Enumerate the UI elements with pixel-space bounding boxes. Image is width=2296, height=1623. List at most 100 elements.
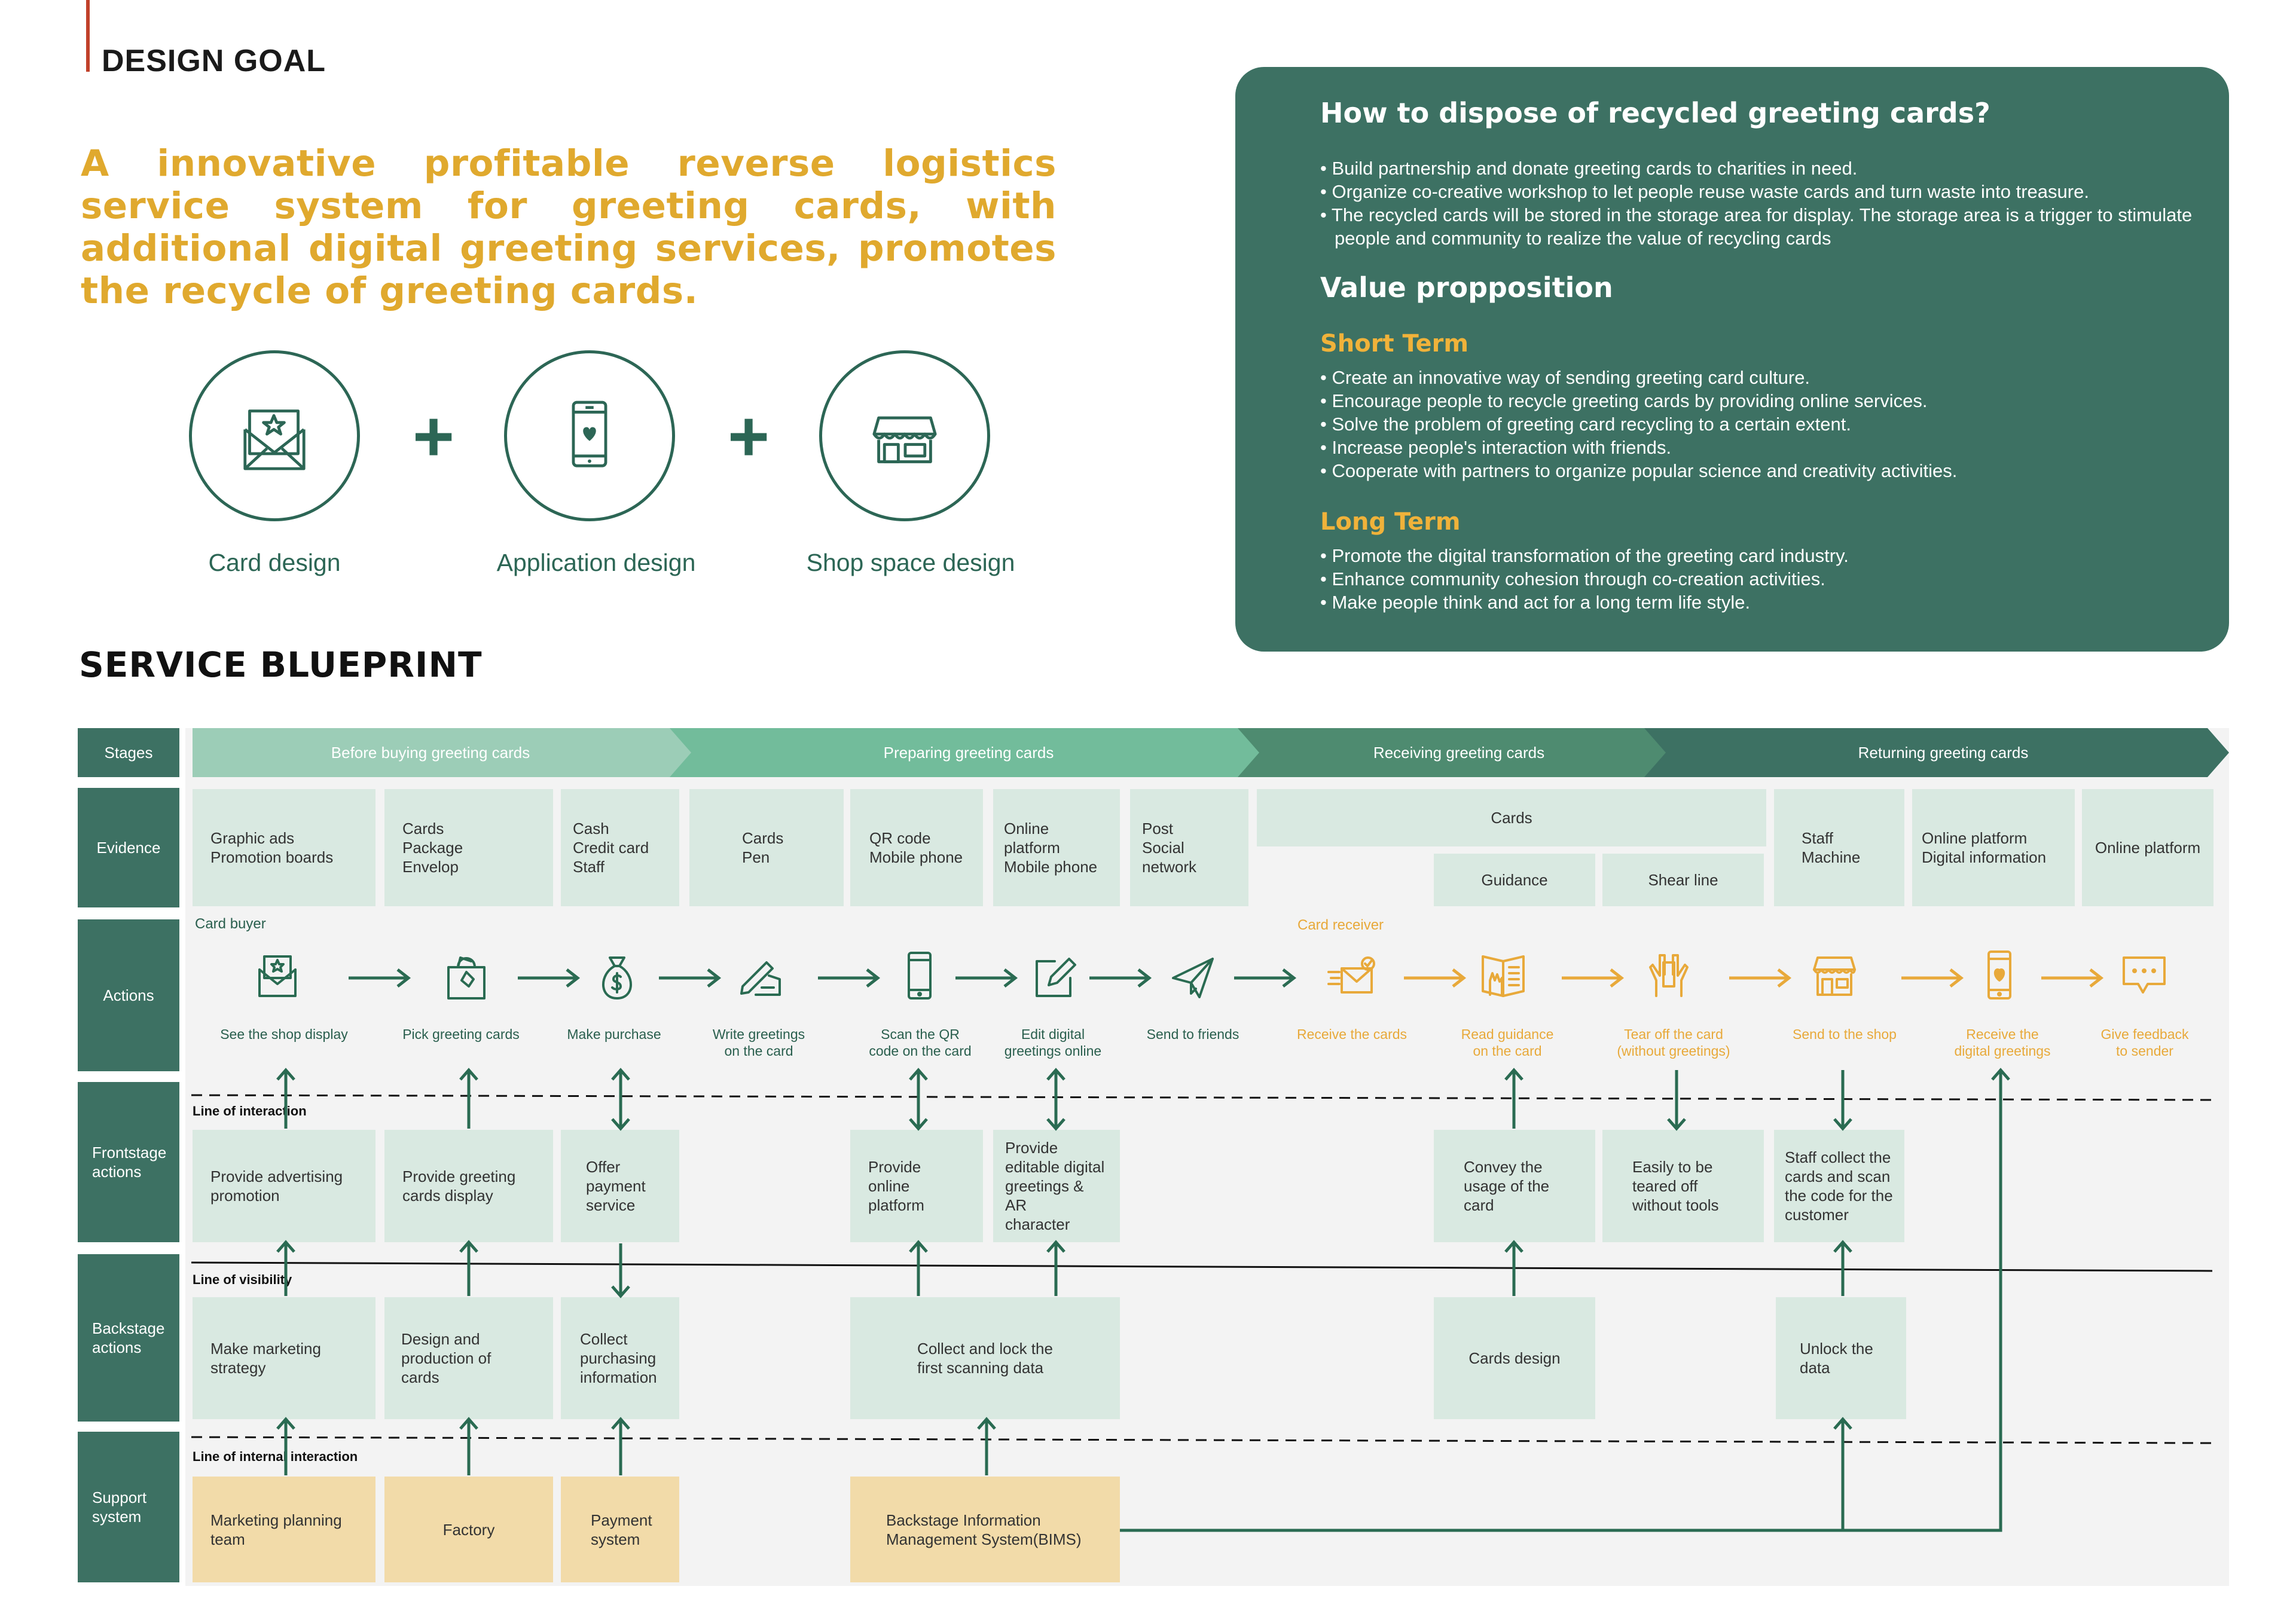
evidence-text: Online platform xyxy=(2095,839,2201,857)
line-of-internal-interaction-label: Line of internal interaction xyxy=(193,1449,358,1464)
row-label-support: Support system xyxy=(78,1432,179,1582)
evidence-text: Staff Machine xyxy=(1802,829,1861,866)
list-item: • Cooperate with partners to organize po… xyxy=(1320,460,1958,481)
plus-sign: + xyxy=(413,396,455,476)
row-label-backstage: Backstage actions xyxy=(78,1254,179,1422)
phone-heart-icon xyxy=(504,350,675,521)
stage-arrow-3 xyxy=(1238,728,1672,777)
connector-head xyxy=(1046,1240,1065,1253)
evidence-cell: Guidance xyxy=(1434,854,1595,906)
chat-bubble-icon xyxy=(2123,956,2166,994)
row-label-evidence: Evidence xyxy=(78,788,179,907)
connector-head xyxy=(909,1068,928,1081)
flow-arrow-head xyxy=(707,968,722,988)
stage-label: Before buying greeting cards xyxy=(331,743,530,762)
flow-arrow-head xyxy=(2089,968,2104,988)
action-label: Scan the QR code on the card xyxy=(869,1026,972,1059)
evidence-cell: Post Social network xyxy=(1130,789,1248,906)
stage-label: Preparing greeting cards xyxy=(883,743,1054,762)
flow-arrow-head xyxy=(1452,968,1467,988)
evidence-cell: Shear line xyxy=(1602,854,1764,906)
action-label: Read guidance on the card xyxy=(1461,1026,1554,1059)
flow-arrow-head xyxy=(1610,968,1625,988)
evidence-text: Online platform Digital information xyxy=(1922,829,2047,866)
evidence-cell: Cards xyxy=(1257,789,1766,846)
connector-head xyxy=(611,1118,630,1131)
envelope-star-icon xyxy=(189,350,360,521)
evidence-cell: Graphic ads Promotion boards xyxy=(193,789,375,906)
frontstage-text: Offer payment service xyxy=(586,1158,646,1214)
evidence-text: Cards xyxy=(1491,809,1532,827)
line-of-internal-interaction xyxy=(191,1436,2213,1444)
backstage-cell: Collect and lock the first scanning data xyxy=(850,1297,1120,1419)
backstage-text: Collect purchasing information xyxy=(580,1330,657,1386)
connector-head xyxy=(276,1240,295,1253)
frontstage-cell: Provide greeting cards display xyxy=(384,1130,553,1242)
frontstage-cell: Provide online platform xyxy=(850,1130,983,1242)
backstage-text: Collect and lock the first scanning data xyxy=(917,1340,1053,1377)
evidence-cell: Online platform Mobile phone xyxy=(993,789,1120,906)
line-of-visibility xyxy=(191,1261,2213,1272)
evidence-text: Guidance xyxy=(1481,871,1548,889)
action-label: Tear off the card (without greetings) xyxy=(1617,1026,1730,1059)
connector-head xyxy=(909,1240,928,1253)
plus-sign: + xyxy=(728,396,770,476)
connector-head xyxy=(1667,1118,1686,1131)
design-label: Application design xyxy=(496,549,696,576)
support-cell: Factory xyxy=(384,1477,553,1582)
connector-head xyxy=(459,1417,478,1430)
row-label-actions: Actions xyxy=(78,919,179,1071)
frontstage-cell: Convey the usage of the card xyxy=(1434,1130,1595,1242)
support-cell: Marketing planning team xyxy=(193,1477,375,1582)
connector-head xyxy=(1991,1068,2010,1081)
goal-statement: A innovative profitable reverse logistic… xyxy=(81,142,1057,312)
flow-arrow-head xyxy=(1003,968,1018,988)
action-label: Make purchase xyxy=(567,1026,661,1042)
list-item: • Make people think and act for a long t… xyxy=(1320,592,1751,613)
connector-head xyxy=(1833,1240,1852,1253)
backstage-cell: Make marketing strategy xyxy=(193,1297,375,1419)
stage-arrow-1 xyxy=(193,728,697,777)
evidence-cell: QR code Mobile phone xyxy=(850,789,983,906)
role-card-receiver: Card receiver xyxy=(1297,917,1384,933)
tear-hands-icon xyxy=(1649,954,1689,997)
stage-arrow-2 xyxy=(670,728,1265,777)
action-label: See the shop display xyxy=(220,1026,348,1042)
frontstage-text: Convey the usage of the card xyxy=(1464,1158,1550,1214)
backstage-text: Cards design xyxy=(1468,1349,1561,1367)
panel-heading-value: Value propposition xyxy=(1320,271,1613,304)
edit-icon xyxy=(1036,958,1076,997)
frontstage-cell: Provide editable digital greetings & AR … xyxy=(993,1130,1120,1242)
envelope-star-icon xyxy=(258,955,297,997)
evidence-text: QR code Mobile phone xyxy=(869,829,963,866)
info-panel: How to dispose of recycled greeting card… xyxy=(1235,67,2229,652)
row-label-frontstage: Frontstage actions xyxy=(78,1082,179,1242)
role-card-buyer: Card buyer xyxy=(195,916,266,932)
list-item: • Enhance community cohesion through co-… xyxy=(1320,568,1825,589)
connector-head xyxy=(977,1417,996,1430)
line-of-interaction-label: Line of interaction xyxy=(193,1104,307,1118)
support-text: Marketing planning team xyxy=(210,1511,342,1548)
service-blueprint-title: SERVICE BLUEPRINT xyxy=(79,644,483,685)
action-label: Receive the digital greetings xyxy=(1954,1026,2051,1059)
support-text: Factory xyxy=(442,1520,495,1539)
action-label: Send to the shop xyxy=(1793,1026,1897,1042)
paper-plane-icon xyxy=(1172,958,1214,998)
flow-arrow-head xyxy=(1137,968,1152,988)
connector-head xyxy=(1046,1068,1065,1081)
connector-head xyxy=(1046,1118,1065,1131)
evidence-cell: Cards Package Envelop xyxy=(384,789,553,906)
list-item: • The recycled cards will be stored in t… xyxy=(1320,204,2193,249)
frontstage-text: Provide online platform xyxy=(868,1158,924,1214)
envelope-check-icon xyxy=(1327,956,1375,994)
flow-arrow-head xyxy=(866,968,881,988)
bims-connector xyxy=(1120,1419,1845,1532)
connector-head xyxy=(459,1068,478,1081)
design-label: Card design xyxy=(208,549,341,576)
list-item: • Encourage people to recycle greeting c… xyxy=(1320,390,1928,411)
frontstage-cell: Provide advertising promotion xyxy=(193,1130,375,1242)
connector-head xyxy=(909,1118,928,1131)
action-label: Give feedback to sender xyxy=(2100,1026,2189,1059)
connector-head xyxy=(611,1285,630,1298)
